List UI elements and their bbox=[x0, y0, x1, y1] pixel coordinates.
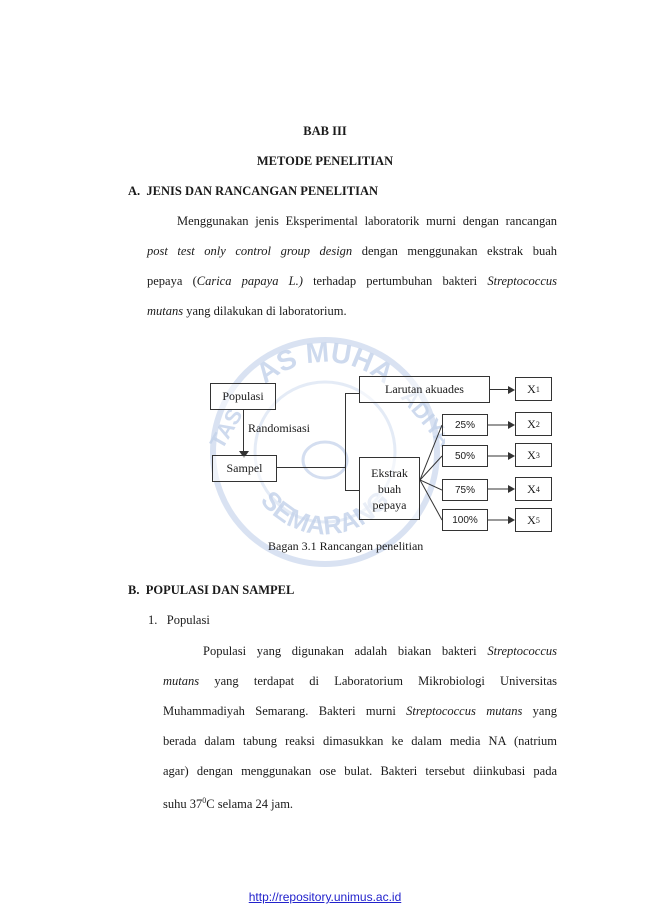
percent-50-box: 50% bbox=[442, 445, 488, 467]
section-b-heading: B. POPULASI DAN SAMPEL bbox=[128, 583, 295, 597]
text-run: terhadap pertumbuhan bakteri bbox=[302, 274, 488, 288]
italic-text: Streptococcus bbox=[487, 274, 557, 288]
section-b-paragraph: Populasi yang digunakan adalah biakan ba… bbox=[163, 636, 557, 786]
arrow-head-x1 bbox=[508, 386, 515, 394]
down-arrow-head bbox=[239, 451, 249, 458]
populasi-sampel-arrow-line bbox=[243, 410, 244, 454]
text-run: berada dalam tabung reaksi dimasukkan ke… bbox=[163, 734, 557, 748]
paragraph-line: mutans yang terdapat di Laboratorium Mik… bbox=[163, 666, 557, 696]
populasi-box: Populasi bbox=[210, 383, 276, 410]
sampel-box: Sampel bbox=[212, 455, 277, 482]
italic-text: Carica papaya L.) bbox=[196, 274, 303, 288]
paragraph-line: Menggunakan jenis Eksperimental laborato… bbox=[147, 206, 557, 236]
subsection-populasi: 1. Populasi bbox=[148, 613, 210, 627]
text-run: yang terdapat di Laboratorium Mikrobiolo… bbox=[199, 674, 557, 688]
paragraph-line: Populasi yang digunakan adalah biakan ba… bbox=[163, 636, 557, 666]
text-run: Muhammadiyah Semarang. Bakteri murni bbox=[163, 704, 407, 718]
text-run: agar) dengan menggunakan ose bulat. Bakt… bbox=[163, 764, 557, 778]
text-run: Menggunakan jenis Eksperimental laborato… bbox=[177, 214, 557, 228]
larutan-box: Larutan akuades bbox=[359, 376, 490, 403]
text-run: Populasi yang digunakan adalah biakan ba… bbox=[203, 644, 488, 658]
section-a-paragraph: Menggunakan jenis Eksperimental laborato… bbox=[147, 206, 557, 326]
text-run: yang bbox=[522, 704, 557, 718]
text-run: pepaya ( bbox=[147, 274, 197, 288]
paragraph-line: Muhammadiyah Semarang. Bakteri murni Str… bbox=[163, 696, 557, 726]
text-run: yang dilakukan di laboratorium. bbox=[183, 304, 347, 318]
italic-text: mutans bbox=[163, 674, 200, 688]
larutan-to-x1-line bbox=[490, 389, 510, 390]
branch-vertical-line bbox=[345, 393, 346, 490]
branch-to-ekstrak-line bbox=[345, 490, 359, 491]
italic-text: Streptococcus mutans bbox=[406, 704, 523, 718]
ekstrak-branch-lines bbox=[420, 424, 442, 521]
branch-to-larutan-line bbox=[345, 393, 359, 394]
chapter-title: METODE PENELITIAN bbox=[256, 154, 394, 168]
italic-text: post test only control group design bbox=[147, 244, 353, 258]
randomisasi-label: Randomisasi bbox=[248, 421, 310, 435]
percent-25-box: 25% bbox=[442, 414, 488, 436]
paragraph-line: berada dalam tabung reaksi dimasukkan ke… bbox=[163, 726, 557, 756]
percent-100-box: 100% bbox=[442, 509, 488, 531]
percent-75-box: 75% bbox=[442, 479, 488, 501]
paragraph-line: pepaya (Carica papaya L.) terhadap pertu… bbox=[147, 266, 557, 296]
section-b-last-line: suhu 370C selama 24 jam. bbox=[163, 796, 294, 812]
percent-to-x-arrows bbox=[488, 421, 515, 524]
section-a-heading: A. JENIS DAN RANCANGAN PENELITIAN bbox=[128, 184, 379, 198]
sampel-connector-line bbox=[277, 467, 345, 468]
italic-text: mutans bbox=[147, 304, 184, 318]
text-run: dengan menggunakan ekstrak buah bbox=[352, 244, 557, 258]
paragraph-line: agar) dengan menggunakan ose bulat. Bakt… bbox=[163, 756, 557, 786]
repository-link[interactable]: http://repository.unimus.ac.id bbox=[248, 890, 402, 904]
paragraph-line: mutans yang dilakukan di laboratorium. bbox=[147, 296, 557, 326]
paragraph-line: post test only control group design deng… bbox=[147, 236, 557, 266]
italic-text: Streptococcus bbox=[487, 644, 557, 658]
ekstrak-box: Ekstrak buah pepaya bbox=[359, 457, 420, 520]
chapter-number: BAB III bbox=[303, 124, 347, 138]
diagram-caption: Bagan 3.1 Rancangan penelitian bbox=[268, 539, 424, 553]
